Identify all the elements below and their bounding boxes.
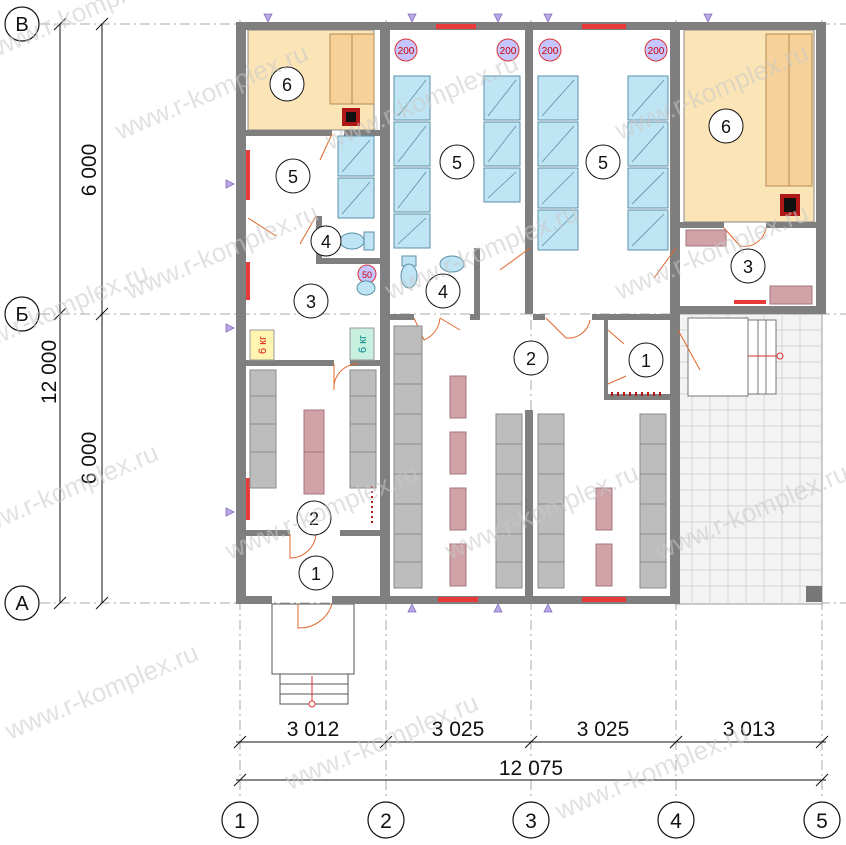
room-1-left: 1 <box>298 555 334 591</box>
heater-b: 6 кг <box>349 327 375 361</box>
svg-text:3: 3 <box>525 810 537 833</box>
svg-text:3: 3 <box>306 292 316 312</box>
room-3-right: 3 <box>730 248 766 284</box>
svg-text:1: 1 <box>234 810 246 833</box>
room-4-left: 4 <box>310 225 342 257</box>
svg-text:200: 200 <box>648 46 665 57</box>
sauna-2-furniture <box>765 33 813 216</box>
room-2-mid: 2 <box>513 340 549 376</box>
dim-span-4: 3 013 <box>723 718 776 741</box>
dim-vertical-top: 6 000 <box>78 144 101 197</box>
locker-dividers <box>250 353 666 563</box>
svg-text:www.r-komplex.ru: www.r-komplex.ru <box>380 197 583 306</box>
horizontal-dimensions <box>233 735 829 787</box>
entrance-porch <box>271 603 355 708</box>
svg-text:6 кг: 6 кг <box>257 336 269 354</box>
dim-span-2: 3 025 <box>432 718 485 741</box>
boiler-200-b: 200 <box>496 38 520 62</box>
axis-bubble-2: 2 <box>367 801 405 839</box>
svg-text:4: 4 <box>438 282 448 302</box>
axis-bubble-a: А <box>4 585 40 621</box>
svg-text:6 кг: 6 кг <box>357 335 369 353</box>
axis-bubble-1: 1 <box>221 801 259 839</box>
svg-text:5: 5 <box>288 167 298 187</box>
windows <box>246 24 766 602</box>
svg-text:6: 6 <box>282 75 292 95</box>
boiler-200-c: 200 <box>538 38 562 62</box>
dim-vertical-bottom: 6 000 <box>78 432 101 485</box>
svg-text:1: 1 <box>641 351 651 371</box>
svg-text:200: 200 <box>398 46 415 57</box>
lockers <box>249 325 667 589</box>
axis-bubble-3: 3 <box>512 801 550 839</box>
dim-span-1: 3 012 <box>287 718 340 741</box>
benches <box>303 229 813 587</box>
sauna-1-furniture <box>329 33 375 126</box>
dim-total: 12 075 <box>499 757 563 780</box>
room-4-mid: 4 <box>425 273 461 309</box>
axis-bubble-b: Б <box>4 296 40 332</box>
terrace <box>675 313 823 605</box>
svg-text:4: 4 <box>321 232 331 252</box>
svg-text:1: 1 <box>311 564 321 584</box>
svg-text:www.r-komplex.ru: www.r-komplex.ru <box>120 197 323 306</box>
shower-tray-diagonals <box>341 79 665 247</box>
svg-text:5: 5 <box>452 153 462 173</box>
svg-text:5: 5 <box>816 810 828 833</box>
axis-bubble-4: 4 <box>657 801 695 839</box>
svg-text:5: 5 <box>598 153 608 173</box>
axis-bubble-v: В <box>4 6 40 42</box>
svg-text:Б: Б <box>15 304 28 326</box>
svg-text:www.r-komplex.ru: www.r-komplex.ru <box>0 637 203 746</box>
room-6-left: 6 <box>269 66 305 102</box>
boiler-200-d: 200 <box>644 38 668 62</box>
svg-text:200: 200 <box>500 46 517 57</box>
wc-fixtures <box>339 231 465 296</box>
room-5-left: 5 <box>275 158 311 194</box>
room-5-mid-a: 5 <box>439 144 475 180</box>
walls <box>236 22 826 604</box>
vertical-dimensions <box>53 17 109 610</box>
axis-bubble-5: 5 <box>803 801 841 839</box>
heater-a: 6 кг <box>249 329 275 361</box>
svg-text:2: 2 <box>309 509 319 529</box>
vent-markers <box>225 13 713 613</box>
room-6-right: 6 <box>708 108 744 144</box>
svg-text:200: 200 <box>542 46 559 57</box>
svg-text:2: 2 <box>380 810 392 833</box>
boiler-200-a: 200 <box>394 38 418 62</box>
svg-text:3: 3 <box>743 257 753 277</box>
dim-vertical-total: 12 000 <box>38 340 61 404</box>
boiler-50: 50 <box>357 264 377 284</box>
svg-text:А: А <box>15 593 29 615</box>
room-2-left: 2 <box>296 500 332 536</box>
room-3-left: 3 <box>293 283 329 319</box>
doors <box>247 133 767 629</box>
svg-text:50: 50 <box>362 270 372 280</box>
room-1-right: 1 <box>628 342 664 378</box>
svg-text:2: 2 <box>526 349 536 369</box>
dim-span-3: 3 025 <box>577 718 630 741</box>
svg-text:6: 6 <box>721 117 731 137</box>
svg-text:www.r-komplex.ru: www.r-komplex.ru <box>0 257 153 366</box>
svg-text:4: 4 <box>670 810 682 833</box>
radiators <box>371 392 661 526</box>
svg-text:В: В <box>15 14 28 36</box>
room-5-mid-b: 5 <box>585 144 621 180</box>
